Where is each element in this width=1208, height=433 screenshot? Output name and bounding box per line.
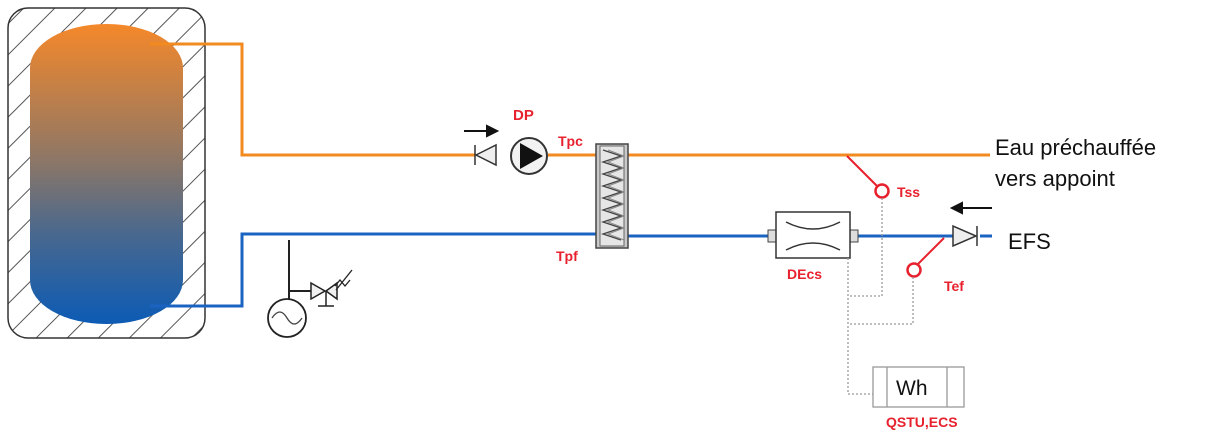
safety-group [288, 240, 353, 307]
tpc-label: Tpc [558, 133, 583, 149]
tpf-label: Tpf [556, 248, 578, 264]
energy-meter [872, 366, 965, 408]
expansion-vessel-icon [267, 298, 307, 338]
signal-wires [847, 198, 914, 395]
inlet-label: EFS [1008, 229, 1051, 254]
tef-label: Tef [944, 278, 964, 294]
flow-meter-label: DEcs [787, 266, 822, 282]
check-valve-inlet [952, 224, 978, 248]
check-valve-primary [474, 143, 497, 167]
flow-meter-icon [767, 211, 859, 259]
storage-tank [7, 7, 206, 339]
pump-label: DP [513, 107, 534, 124]
tank-body [30, 24, 183, 324]
sensor-tef [906, 237, 945, 278]
flow-direction-arrow-inlet [949, 201, 992, 215]
energy-meter-unit: Wh [896, 377, 928, 400]
sensor-tss [846, 155, 890, 199]
energy-meter-label: QSTU,ECS [886, 414, 958, 430]
cold-pipe [150, 232, 992, 308]
outlet-label-line2: vers appoint [995, 166, 1115, 191]
tss-label: Tss [897, 184, 920, 200]
pump-icon [510, 137, 548, 175]
flow-direction-arrow-primary [464, 124, 500, 138]
outlet-label-line1: Eau préchauffée [995, 135, 1156, 160]
hot-pipe [150, 42, 990, 157]
heat-exchanger-icon [595, 143, 629, 249]
